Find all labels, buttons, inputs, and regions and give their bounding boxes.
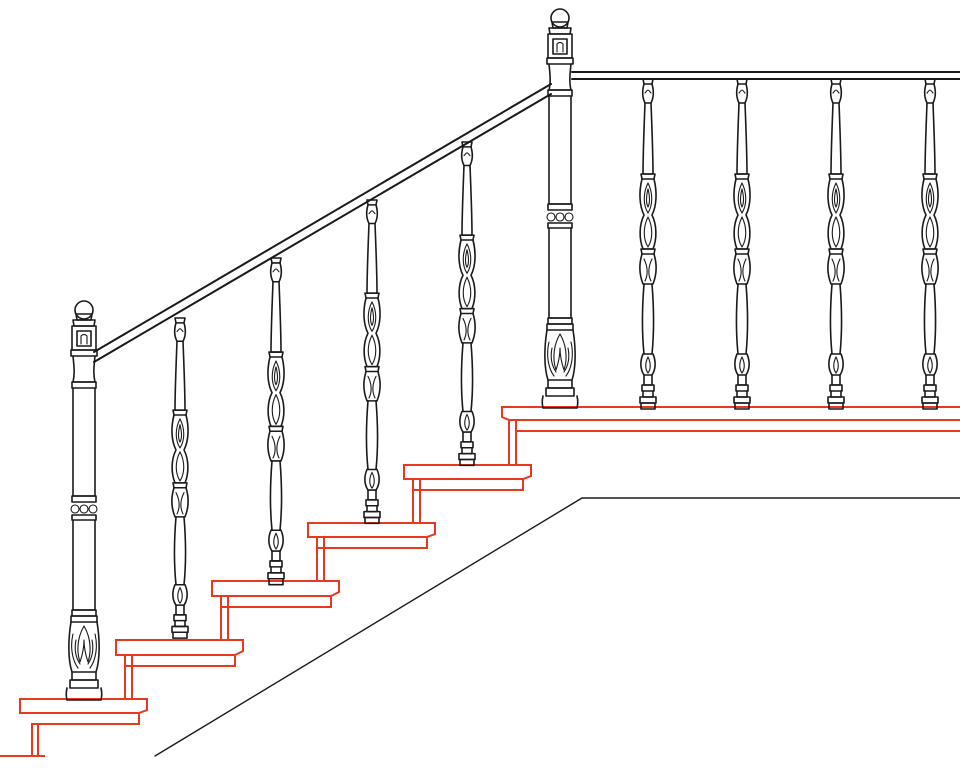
stair-riser-4 — [412, 478, 421, 524]
landing-balusters — [639, 78, 939, 410]
stair-treads — [0, 406, 960, 757]
ornamental-baluster-icon — [827, 78, 845, 410]
stair-riser-2 — [220, 595, 229, 641]
newel-post-top — [541, 8, 579, 409]
handrail — [93, 71, 960, 363]
stair-tread-2 — [115, 639, 244, 667]
ornamental-baluster-icon — [733, 78, 751, 410]
stair-soffit — [154, 497, 960, 757]
ornamental-baluster-icon — [921, 78, 939, 410]
stair-riser-5 — [508, 419, 517, 466]
ornamental-baluster-icon — [458, 141, 476, 467]
stair-tread-4 — [307, 522, 436, 549]
landing-nosing — [501, 406, 960, 432]
ornamental-baluster-icon — [639, 78, 657, 410]
ornamental-baluster-icon — [267, 257, 285, 586]
ornamental-baluster-icon — [363, 199, 381, 525]
stair-tread-1 — [0, 698, 148, 757]
stair-tread-5 — [403, 464, 532, 491]
stair-riser-1 — [124, 654, 133, 700]
stair-riser-3 — [316, 536, 325, 582]
ornamental-baluster-icon — [171, 317, 189, 639]
